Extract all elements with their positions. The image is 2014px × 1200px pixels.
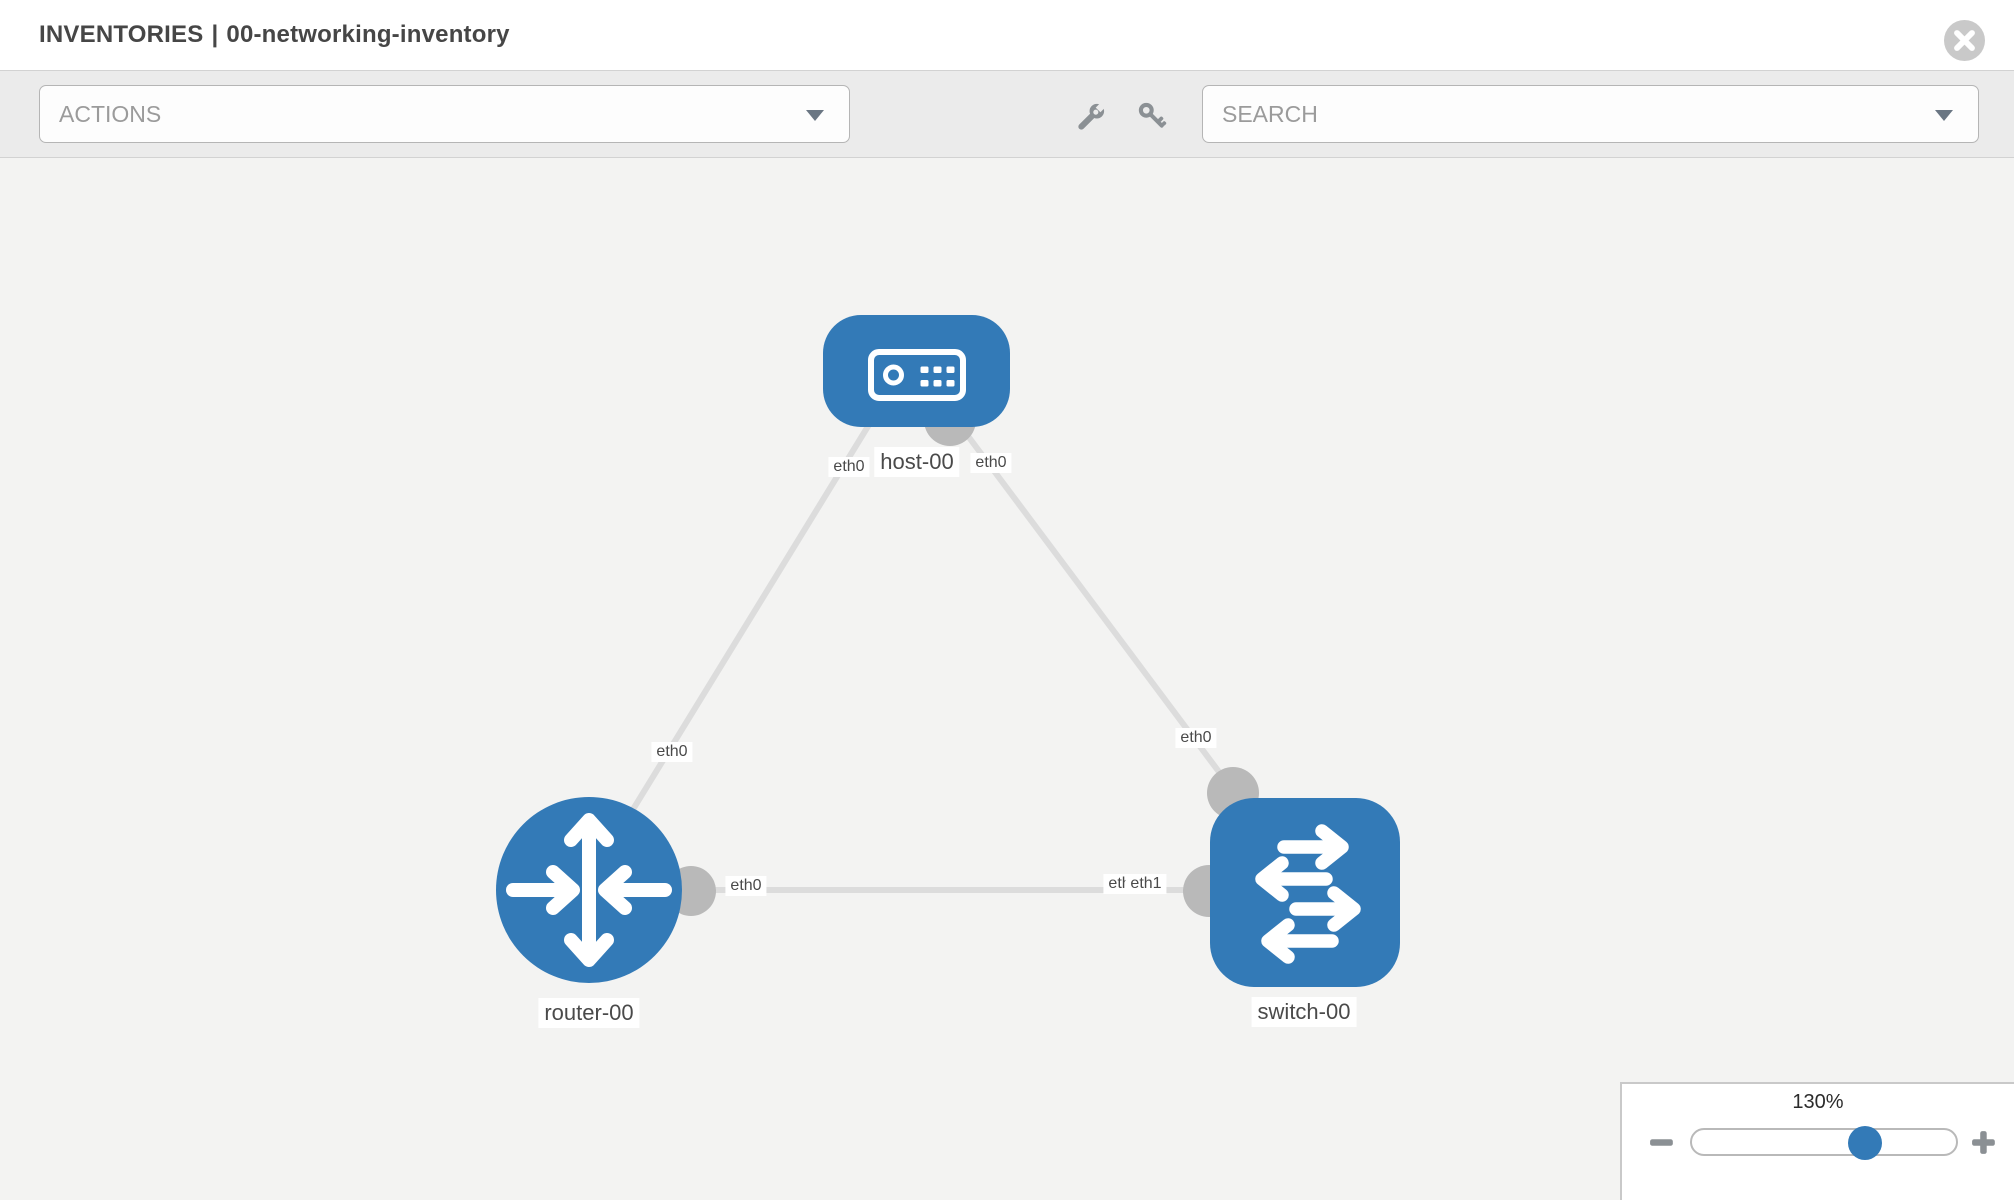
zoom-in-button[interactable] (1971, 1129, 1997, 1155)
interface-label: eth0 (828, 457, 870, 477)
node-label-switch-00: switch-00 (1251, 997, 1357, 1027)
server-icon (868, 349, 966, 401)
key-icon (1138, 102, 1167, 128)
credentials-button[interactable] (1134, 98, 1172, 136)
minus-icon (1650, 1139, 1673, 1146)
toolbar: ACTIONS SEARCH (0, 70, 2014, 158)
node-label-router-00: router-00 (538, 998, 640, 1028)
link-host-router[interactable] (602, 408, 881, 857)
breadcrumb-inventories[interactable]: INVENTORIES (39, 21, 204, 48)
interface-label: eth0 (970, 453, 1012, 473)
ports-layer (666, 394, 1259, 917)
inventory-name: 00-networking-inventory (226, 21, 510, 48)
search-dropdown-label: SEARCH (1222, 101, 1318, 127)
chevron-down-icon (806, 110, 824, 121)
search-dropdown[interactable]: SEARCH (1202, 85, 1979, 143)
switch-arrows-icon (1255, 824, 1361, 964)
plus-icon (1972, 1131, 1995, 1154)
zoom-level-value: 130% (1792, 1091, 1844, 1113)
close-icon (1944, 20, 1985, 61)
topology-canvas[interactable] (0, 158, 2014, 1200)
page-title: INVENTORIES | 00-networking-inventory (39, 0, 510, 70)
title-separator: | (211, 21, 219, 48)
interface-label: eth0 (651, 742, 693, 762)
node-label-host-00: host-00 (874, 447, 960, 477)
actions-dropdown-label: ACTIONS (59, 101, 162, 127)
header-bar: INVENTORIES | 00-networking-inventory (0, 0, 2014, 70)
interface-label: eth0 (1175, 728, 1217, 748)
node-router-00[interactable] (496, 797, 682, 983)
node-switch-00[interactable] (1210, 798, 1400, 987)
zoom-slider-thumb[interactable] (1848, 1126, 1882, 1160)
wrench-icon (1078, 101, 1107, 130)
chevron-down-icon (1935, 110, 1953, 121)
interface-label: eth0 (725, 876, 767, 896)
close-button[interactable] (1944, 20, 1985, 61)
links-layer (602, 408, 1250, 893)
zoom-slider-track[interactable] (1690, 1126, 1958, 1160)
node-host-00[interactable] (823, 315, 1010, 427)
router-arrows-icon (506, 813, 672, 967)
tools-button[interactable] (1072, 98, 1110, 136)
zoom-out-button[interactable] (1649, 1129, 1675, 1155)
interface-label: eth1 (1125, 874, 1167, 894)
actions-dropdown[interactable]: ACTIONS (39, 85, 850, 143)
zoom-panel: 130% (1620, 1082, 2014, 1200)
